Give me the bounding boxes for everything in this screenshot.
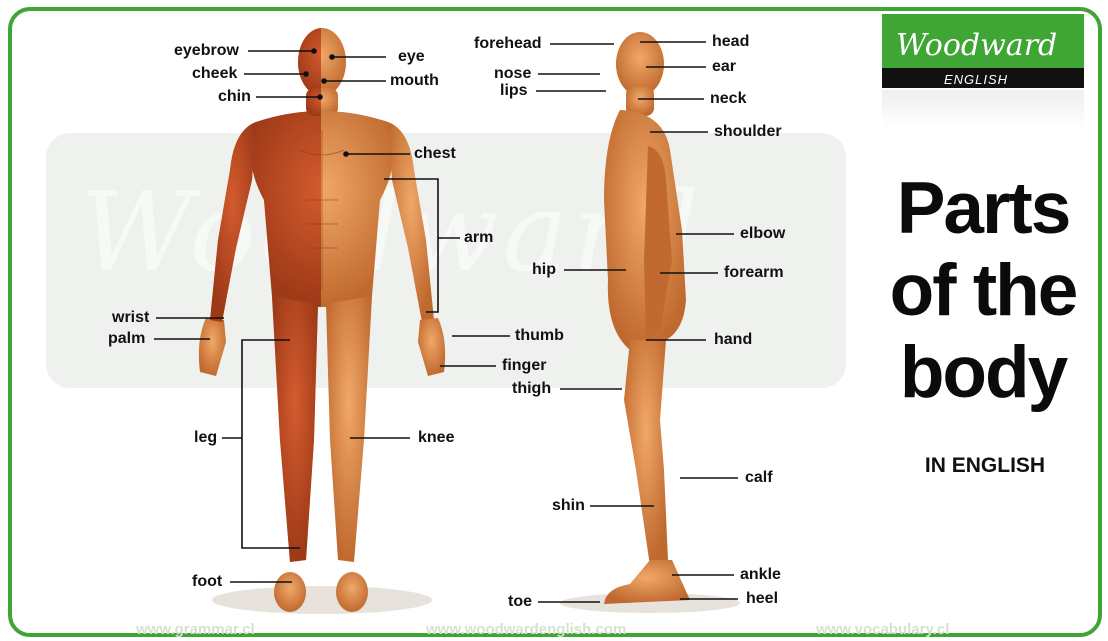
title-line-1: Parts [878, 168, 1088, 250]
label-chest: chest [414, 146, 456, 162]
label-ear: ear [712, 59, 736, 75]
label-neck: neck [710, 91, 746, 107]
logo-reflection [882, 90, 1084, 130]
label-chin: chin [218, 89, 251, 105]
label-calf: calf [745, 470, 773, 486]
side-figure [604, 32, 690, 604]
title-line-3: body [878, 332, 1088, 414]
label-forehead: forehead [474, 36, 542, 52]
label-toe: toe [508, 594, 532, 610]
label-eyebrow: eyebrow [174, 43, 239, 59]
logo-strip: ENGLISH [882, 68, 1084, 88]
title-line-2: of the [878, 250, 1088, 332]
label-head: head [712, 34, 749, 50]
label-palm: palm [108, 331, 145, 347]
front-figure-shadow [212, 586, 432, 614]
label-forearm: forearm [724, 265, 784, 281]
label-finger: finger [502, 358, 546, 374]
label-cheek: cheek [192, 66, 237, 82]
label-hand: hand [714, 332, 752, 348]
front-figure [199, 28, 445, 612]
footer-url-center: www.woodwardenglish.com [426, 621, 626, 638]
label-thigh: thigh [512, 381, 551, 397]
label-foot: foot [192, 574, 222, 590]
label-eye: eye [398, 49, 425, 65]
label-leg: leg [194, 430, 217, 446]
woodward-logo: Woodward ENGLISH [882, 14, 1084, 88]
label-knee: knee [418, 430, 454, 446]
label-heel: heel [746, 591, 778, 607]
page-title: Parts of the body [878, 168, 1088, 414]
footer-url-right: www.vocabulary.cl [816, 621, 949, 638]
logo-sub: ENGLISH [926, 72, 1026, 87]
label-arm: arm [464, 230, 493, 246]
label-wrist: wrist [112, 310, 149, 326]
label-shin: shin [552, 498, 585, 514]
label-thumb: thumb [515, 328, 564, 344]
label-nose: nose [494, 66, 531, 82]
label-elbow: elbow [740, 226, 785, 242]
label-mouth: mouth [390, 73, 439, 89]
label-hip: hip [532, 262, 556, 278]
label-ankle: ankle [740, 567, 781, 583]
logo-word: Woodward [896, 28, 1057, 63]
label-shoulder: shoulder [714, 124, 782, 140]
subtitle: IN ENGLISH [900, 454, 1070, 478]
label-lips: lips [500, 83, 528, 99]
footer-url-left: www.grammar.cl [136, 621, 255, 638]
